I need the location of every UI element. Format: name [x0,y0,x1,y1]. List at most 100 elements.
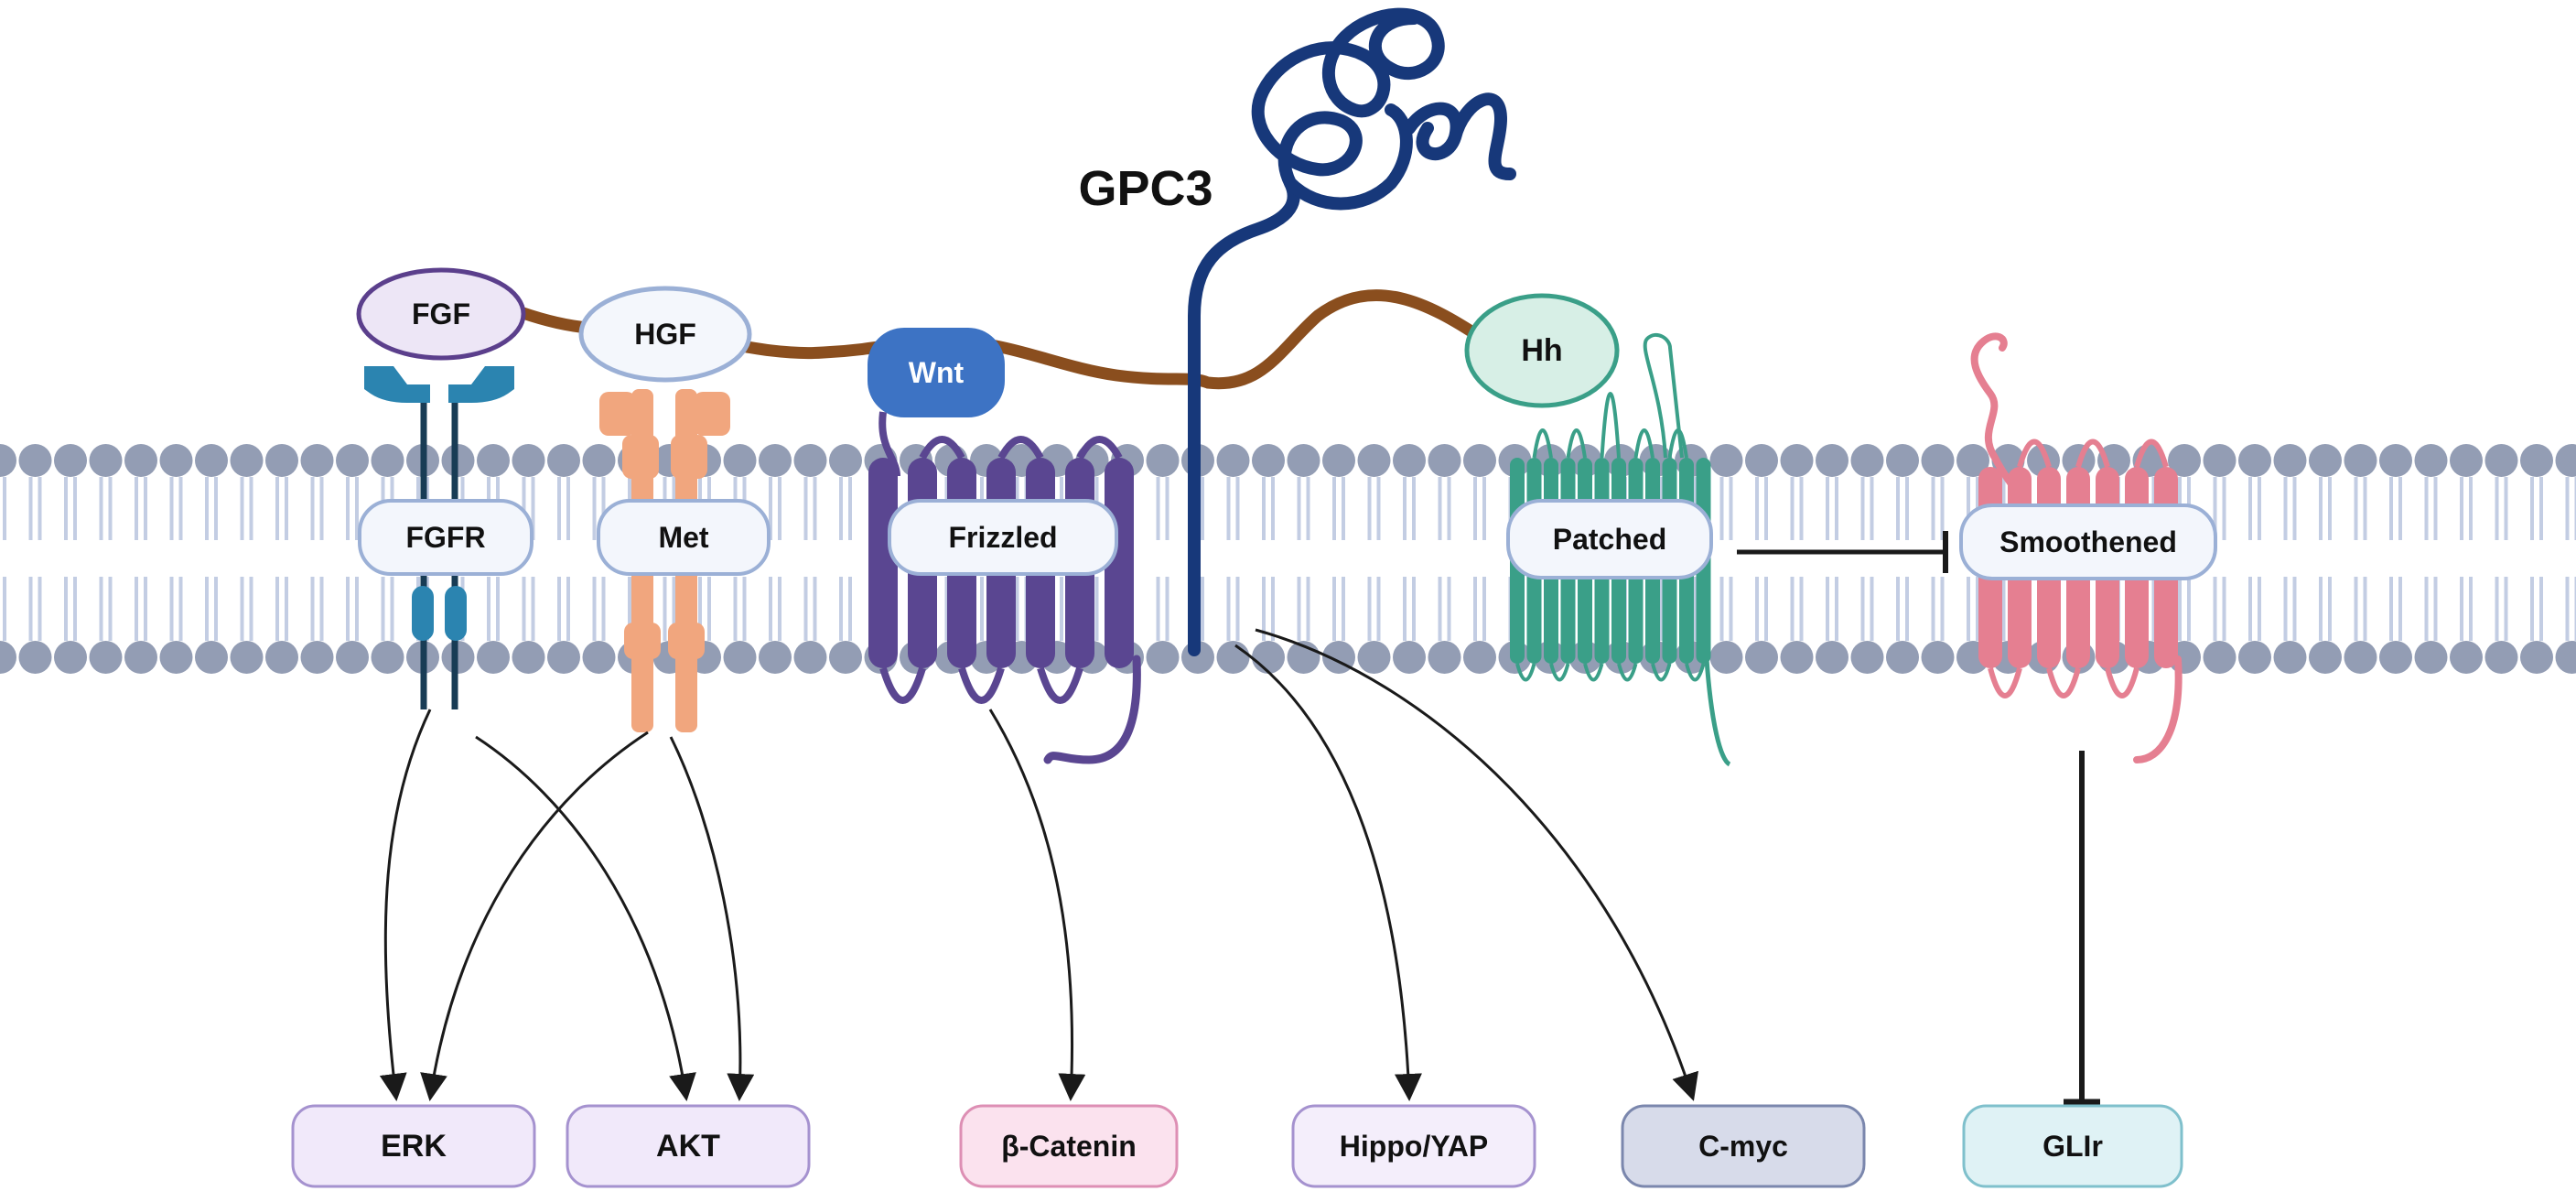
lipid-head [18,444,52,477]
lipid-head [54,444,87,477]
lipid-head [2379,641,2412,674]
output-hippo-yap: Hippo/YAP [1291,1104,1536,1188]
output-c-myc-label: C-myc [1698,1130,1788,1163]
lipid-head [1146,641,1180,674]
lipid-head [1780,641,1814,674]
lipid-head [1886,444,1919,477]
frizzled-label-box: Frizzled [888,499,1118,576]
lipid-head [2379,444,2412,477]
lipid-head [1780,444,1814,477]
smoothened-loop [2075,439,2110,468]
lipid-head [0,641,16,674]
lipid-head [2555,444,2576,477]
frizzled-loop [997,436,1044,460]
patched-loop [1583,663,1604,682]
arrow-frizzled-to-beta-catenin [988,709,1086,1101]
patched-loop [1549,663,1570,682]
lipid-head [1216,641,1250,674]
lipid-head [124,444,157,477]
frizzled-helix [868,458,898,668]
fgfr-label-box: FGFR [358,499,534,576]
lipid-head [159,444,193,477]
hgf-label: HGF [634,318,696,351]
lipid-head [0,444,16,477]
smoothened-inhibits-glir [2064,751,2100,1108]
lipid-head [2238,641,2271,674]
lipid-head [371,444,404,477]
lipid-head [1357,444,1391,477]
arrow-gpc3-to-c-myc [1255,628,1699,1101]
met-label: Met [658,521,708,554]
lipid-head [1428,641,1461,674]
lipid-head [1709,641,1743,674]
lipid-head [512,444,545,477]
lipid-head [1816,444,1848,477]
lipid-head [2484,444,2518,477]
output-erk: ERK [291,1104,536,1188]
smoothened-label-box: Smoothened [1959,503,2217,580]
patched-loop [1685,663,1706,682]
lipid-head [793,641,827,674]
lipid-head [1956,444,1989,477]
lipid-head [300,641,334,674]
lipid-head [723,641,757,674]
lipid-head [230,444,264,477]
output-glir-label: GLIr [2042,1130,2103,1163]
lipid-head [582,641,616,674]
lipid-head [2238,444,2271,477]
lipid-head [2555,641,2576,674]
arrow-met-to-akt [669,736,755,1101]
lipid-head [2273,641,2307,674]
lipid-head [2203,641,2236,674]
lipid-head [265,641,298,674]
lipid-head [1745,641,1778,674]
arrow-gpc3-to-hippo-yap [1234,644,1422,1101]
lipid-head [1709,444,1743,477]
lipid-head [195,444,228,477]
smoothened-label: Smoothened [1999,525,2177,558]
output-akt: AKT [566,1104,811,1188]
patched-inhibits-smoothened [1737,531,1948,573]
lipid-head [829,641,862,674]
lipid-head [195,641,228,674]
lipid-head [582,444,616,477]
lipid-head [336,444,369,477]
output-hippo-yap-label: Hippo/YAP [1340,1130,1488,1163]
lipid-head [723,444,757,477]
lipid-head [1463,641,1496,674]
lipid-head [2309,444,2342,477]
hh-ligand: Hh [1464,293,1620,408]
lipid-head [2520,444,2553,477]
patched-loop [1617,663,1638,682]
frizzled-loop [1037,666,1083,704]
lipid-head [2309,641,2342,674]
fgf-label: FGF [412,298,470,330]
output-akt-label: AKT [656,1129,720,1164]
lipid-head [2344,641,2377,674]
lipid-head [477,641,510,674]
arrow-fgfr-to-akt [475,735,696,1101]
lipid-head [1393,444,1426,477]
lipid-head [2520,641,2553,674]
gpc3-core-protein [1188,7,1516,656]
smoothened-loop [2046,667,2081,698]
lipid-head [1428,444,1461,477]
lipid-head [829,444,862,477]
patched-label-box: Patched [1506,499,1713,579]
arrow-fgfr-to-erk [379,709,432,1101]
patched-loop [1515,663,1536,682]
lipid-head [1921,444,1955,477]
hgf-ligand: HGF [578,286,752,383]
lipid-head [477,444,510,477]
lipid-head [2450,444,2483,477]
lipid-head [2414,641,2448,674]
lipid-head [89,641,123,674]
lipid-head [89,444,123,477]
fgf-ligand: FGF [356,267,526,361]
output-c-myc: C-myc [1621,1104,1866,1188]
lipid-head [2484,641,2518,674]
output-glir: GLIr [1962,1104,2183,1188]
lipid-head [1886,641,1919,674]
pathway-outputs: ERK AKT β-Catenin Hippo/YAP C-myc GLIr [291,1104,2183,1188]
